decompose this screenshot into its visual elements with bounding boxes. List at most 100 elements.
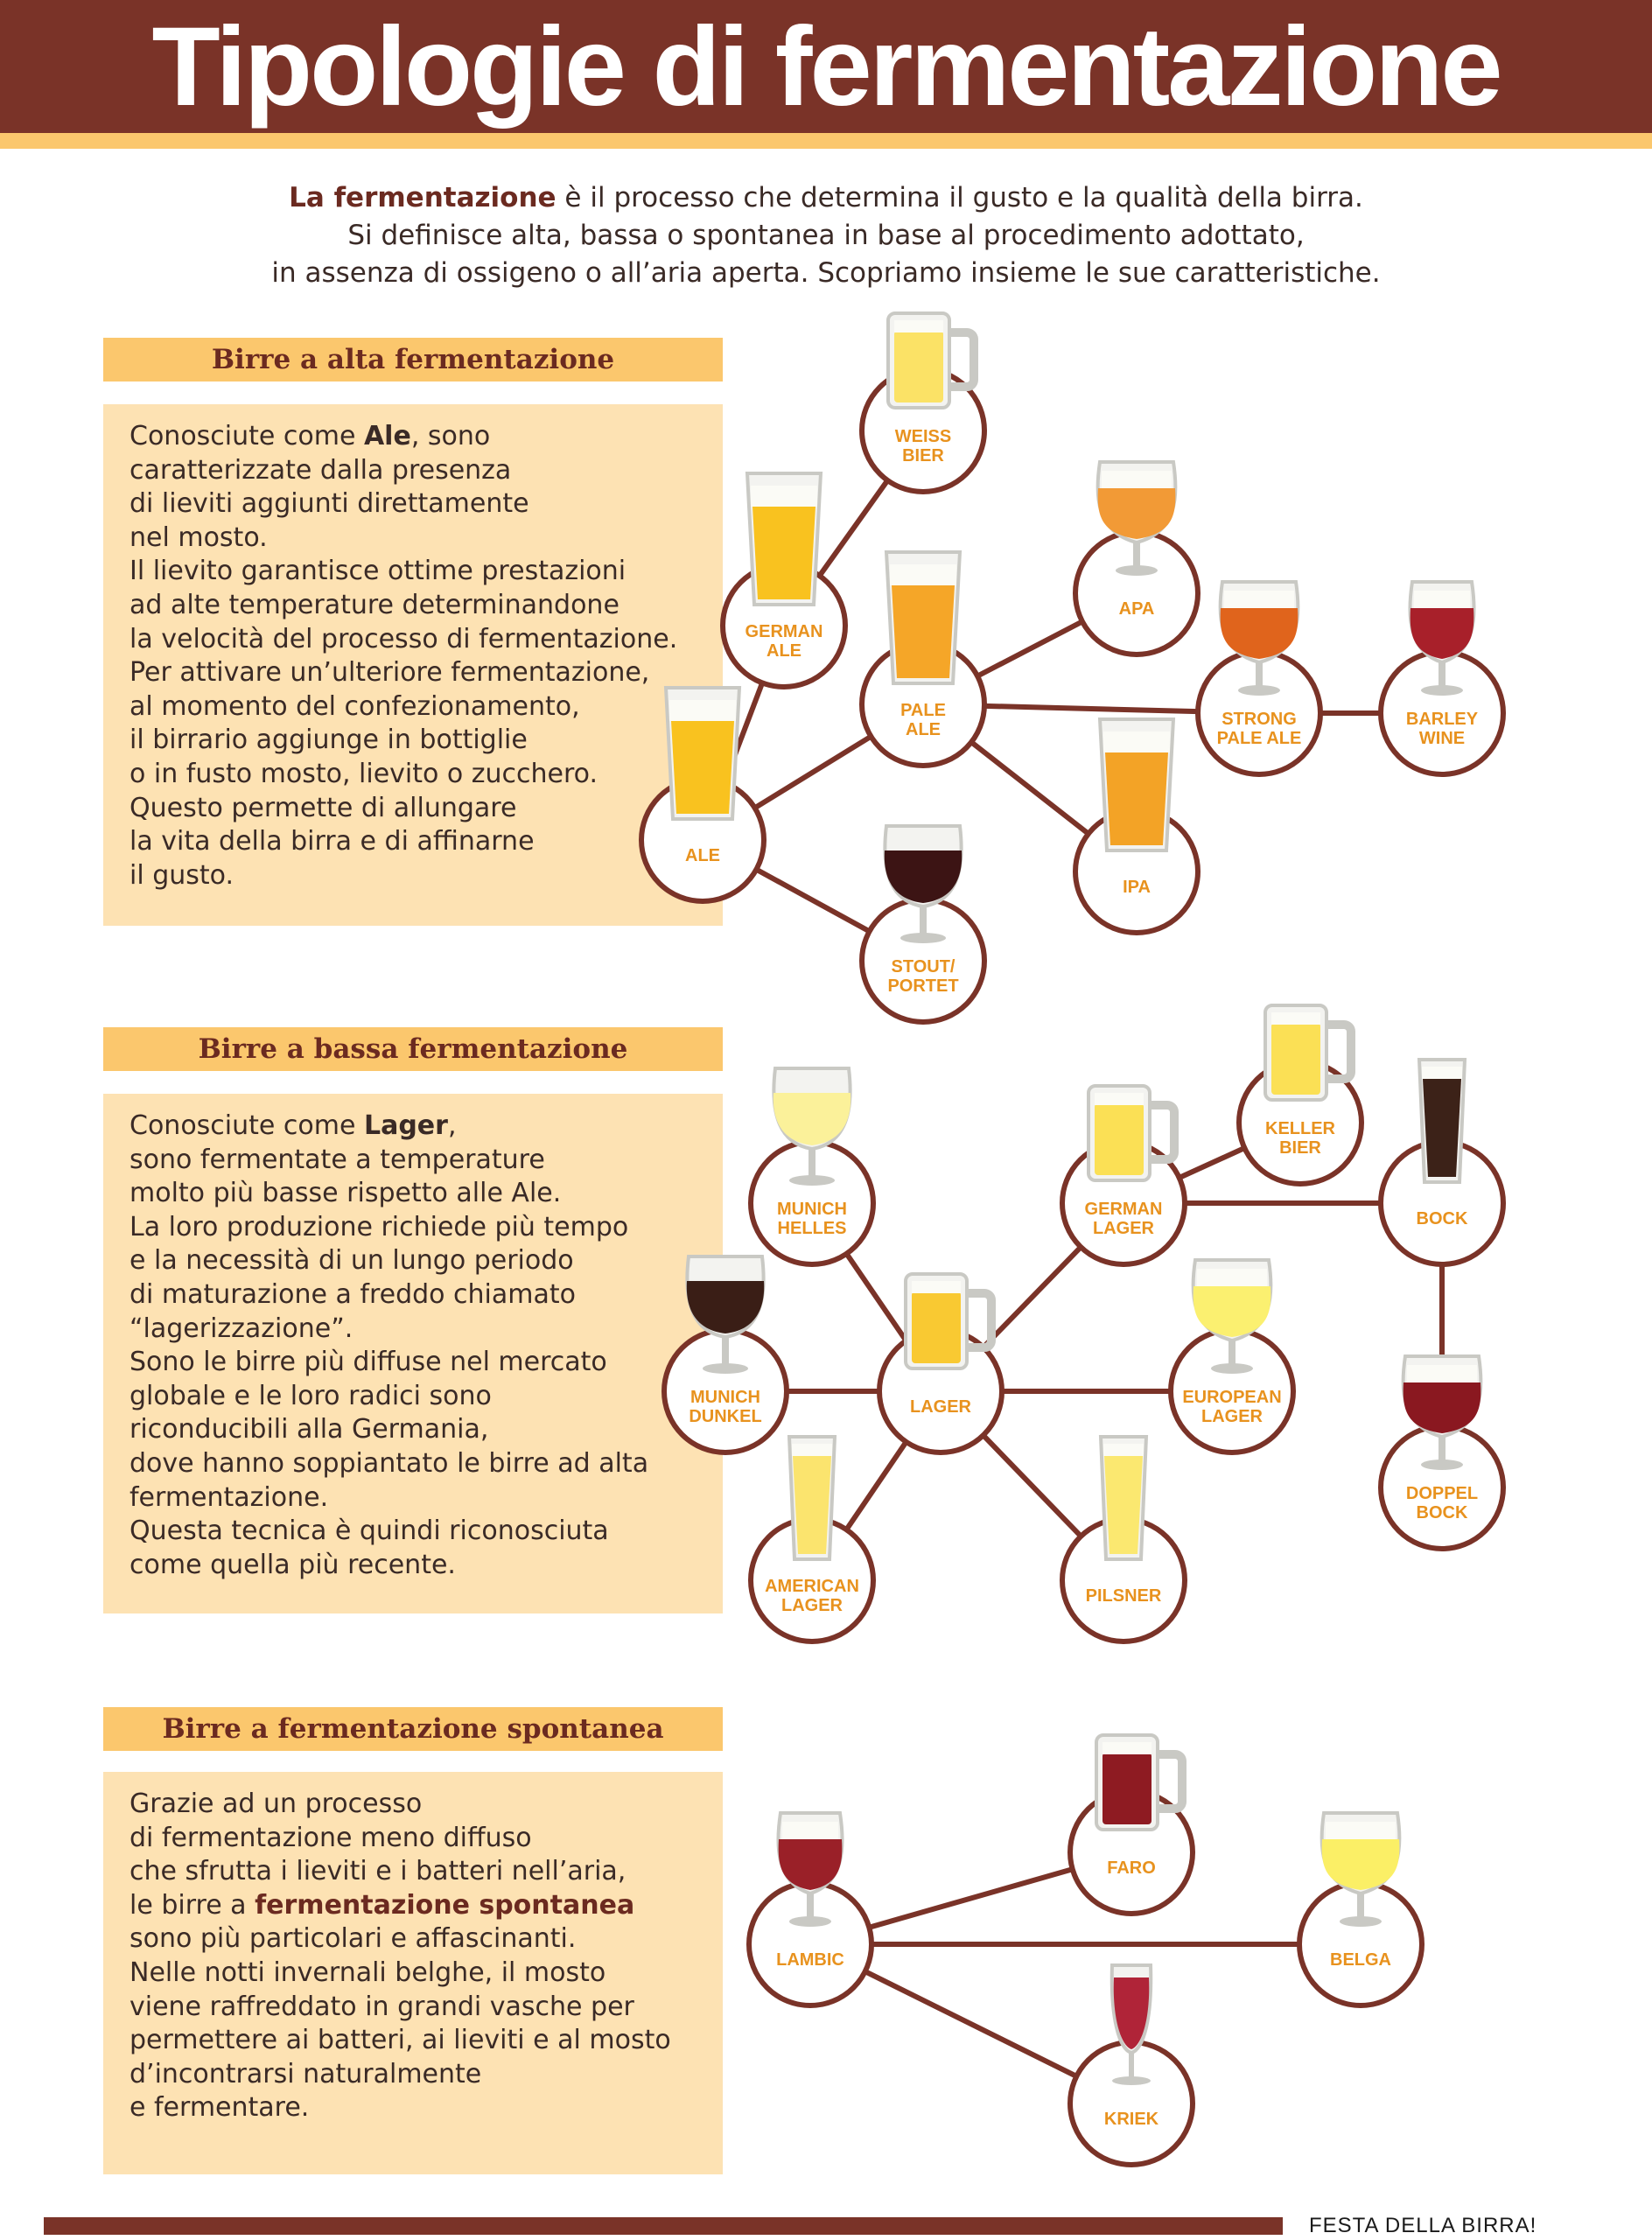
body-text: Conosciute come [130,1110,364,1141]
node-apa: APA [1073,460,1200,657]
tall-glass-icon [1417,1058,1467,1184]
node-label: LAGER [910,1397,972,1417]
intro-line2: Si definisce alta, bassa o spontanea in … [347,220,1305,251]
node-label: EUROPEAN [1182,1388,1281,1407]
tall-glass-icon [1098,1435,1149,1561]
thistle-glass-icon [776,1811,844,1927]
tulip-glass-icon [1320,1811,1402,1927]
node-label: ALE [685,846,720,865]
node-label: PALE ALE [1217,729,1302,748]
node-bock: BOCK [1378,1058,1506,1267]
body-line: riconducibili alla Germania, [130,1414,489,1446]
node-label: LAGER [1093,1219,1155,1238]
node-label: BOCK [1417,1209,1468,1228]
body-line: la vita della birra e di affinarne [130,826,535,858]
body-line: la velocità del processo di fermentazion… [130,623,678,654]
pint-glass-icon [745,472,823,606]
pint-glass-icon [663,686,742,821]
node-label: DOPPEL [1406,1484,1478,1503]
wine-glass-icon [772,1067,852,1186]
node-label: BOCK [1417,1503,1468,1522]
section-title-alta: Birre a alta fermentazione [103,338,723,382]
node-label: MUNICH [777,1200,847,1219]
body-text: , sono [410,421,491,452]
body-line: ad alte temperature determinandone [130,589,620,620]
node-label: PALE [900,701,946,720]
node-ale: ALE [639,686,766,904]
body-text: Conosciute come [130,421,364,452]
wine-glass-icon [883,824,963,943]
node-label: KRIEK [1104,2110,1159,2129]
body-line: Conosciute come Ale, sono [130,420,696,454]
node-label: BARLEY [1406,710,1479,729]
mug-glass-icon [904,1272,996,1370]
keyword: Lager [363,1110,448,1141]
node-label: HELLES [778,1219,847,1238]
body-line: La loro produzione richiede più tempo [130,1211,629,1242]
tulip-glass-icon [1191,1258,1273,1374]
mug-glass-icon [1264,1004,1355,1102]
body-line: il birrario aggiunge in bottiglie [130,724,528,756]
body-line: che sfrutta i lieviti e i batteri nell’a… [130,1856,626,1887]
node-stout: STOUT/PORTET [859,824,987,1025]
mug-glass-icon [1095,1733,1186,1831]
node-label: DUNKEL [689,1407,761,1426]
body-text: le birre a [130,1889,256,1921]
node-label: FARO [1107,1858,1156,1878]
section-title-spontanea: Birre a fermentazione spontanea [103,1707,723,1751]
node-label: LAGER [781,1596,844,1615]
body-line: le birre a fermentazione spontanea [130,1889,696,1923]
body-line: permettere ai batteri, ai lieviti e al m… [130,2025,671,2056]
body-line: sono più particolari e affascinanti. [130,1923,577,1955]
section-title-bassa: Birre a bassa fermentazione [103,1027,723,1071]
body-line: di maturazione a freddo chiamato [130,1278,576,1310]
page-title: Tipologie di fermentazione [151,4,1502,130]
body-line: globale e le loro radici sono [130,1380,492,1411]
node-faro: FARO [1068,1733,1195,1916]
body-line: nel mosto. [130,522,268,553]
node-belga: BELGA [1297,1811,1424,2008]
node-label: LAGER [1201,1407,1264,1426]
body-line: fermentazione. [130,1481,329,1513]
title-stripe [0,133,1652,149]
node-label: LAMBIC [776,1950,844,1970]
node-label: STOUT/ [892,957,956,976]
node-pilsner: PILSNER [1060,1435,1187,1644]
body-line: di fermentazione meno diffuso [130,1822,532,1853]
node-label: GERMAN [1085,1200,1163,1219]
node-label: STRONG [1222,710,1297,729]
node-label: ALE [906,720,941,739]
title-banner [0,0,1652,133]
body-line: Grazie ad un processo [130,1788,423,1819]
node-label: KELLER [1265,1119,1336,1138]
body-line: Questo permette di allungare [130,792,517,823]
body-line: al momento del confezionamento, [130,690,580,722]
mug-glass-icon [886,312,978,410]
node-label: APA [1119,599,1155,619]
node-label: AMERICAN [765,1577,859,1596]
tall-glass-icon [787,1435,837,1561]
node-label: BIER [1279,1138,1321,1158]
node-lambic: LAMBIC [746,1811,874,2008]
body-line: viene raffreddato in grandi vasche per [130,1991,634,2022]
tulip-glass-icon [1096,460,1178,576]
node-label: BELGA [1330,1950,1391,1970]
body-text: , [447,1110,457,1141]
tulip-glass-icon [1401,1354,1483,1470]
node-label: MUNICH [690,1388,760,1407]
body-line: Questa tecnica è quindi riconosciuta [130,1516,609,1547]
body-line: come quella più recente. [130,1549,456,1580]
pint-glass-icon [884,550,962,685]
intro-line1: è il processo che determina il gusto e l… [556,182,1363,214]
flute-glass-icon [1110,1964,1153,2085]
mug-glass-icon [1087,1084,1179,1182]
body-line: Il lievito garantisce ottime prestazioni [130,556,626,587]
